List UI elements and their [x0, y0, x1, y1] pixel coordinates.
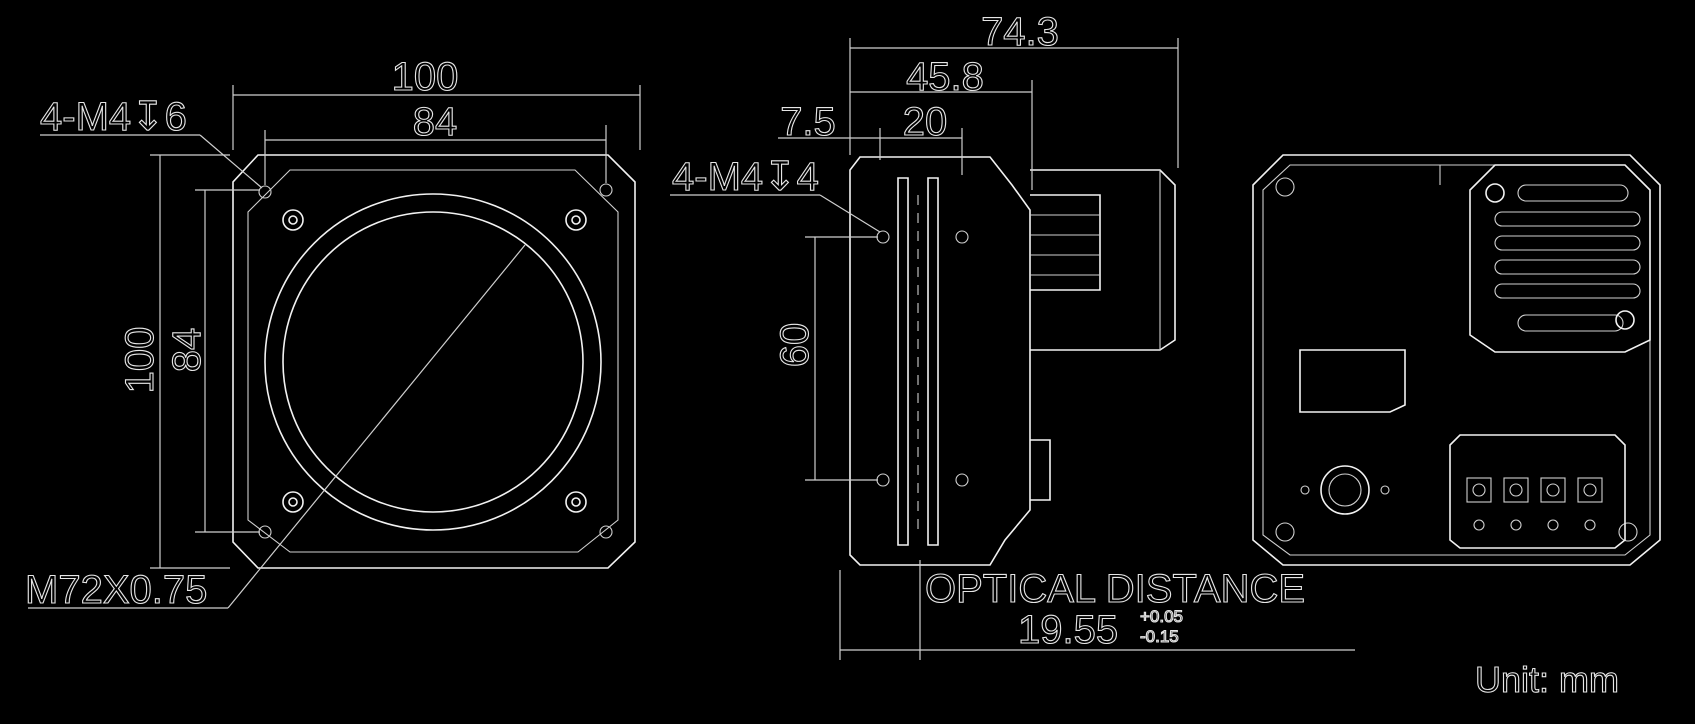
lens-thread-label: M72X0.75 [25, 568, 207, 612]
unit-label: Unit: mm [1475, 659, 1619, 700]
optical-tolerance-minus: -0.15 [1140, 627, 1179, 646]
rear-view [1252, 154, 1661, 566]
front-width-outer: 100 [392, 55, 459, 99]
optical-distance-label: OPTICAL DISTANCE [925, 567, 1305, 611]
side-flange-plate-2 [927, 177, 939, 546]
optical-tolerance-plus: +0.05 [1140, 607, 1183, 626]
side-body-outline [849, 156, 1031, 566]
rear-io-panel [1449, 434, 1626, 549]
side-flange-offset: 7.5 [780, 100, 836, 144]
rear-power-connector [1320, 465, 1370, 515]
side-connector [1030, 439, 1051, 501]
front-outline [232, 154, 636, 569]
front-width-inner: 84 [413, 100, 458, 144]
side-flange-length: 20 [903, 100, 948, 144]
side-total-length: 74.3 [981, 10, 1059, 54]
side-body-length: 45.8 [906, 55, 984, 99]
rear-outline [1252, 154, 1661, 566]
side-mount-holes-label: 4-M4↧4 [672, 155, 819, 199]
front-view: 100 84 100 84 4-M4↧6 M72X0.75 [24, 54, 641, 613]
lens-mount-inner-ring [282, 211, 584, 513]
rear-label-area [1299, 349, 1406, 413]
rear-fan-panel [1469, 164, 1651, 353]
side-heatsink [1030, 194, 1101, 291]
side-hole-spacing: 60 [773, 323, 817, 368]
side-rear-cover [1030, 169, 1176, 351]
front-height-inner: 84 [165, 328, 209, 373]
lens-mount-outer-ring [264, 193, 602, 531]
front-inner-plate [247, 169, 619, 553]
front-screw-holes [258, 183, 613, 539]
side-view: 74.3 45.8 7.5 20 4-M4↧4 60 OPTICAL DISTA… [670, 9, 1355, 660]
front-mount-holes-label: 4-M4↧6 [40, 95, 187, 139]
front-height-outer: 100 [118, 327, 162, 394]
optical-distance-value: 19.55 [1018, 608, 1118, 652]
side-flange-plate [897, 177, 909, 546]
